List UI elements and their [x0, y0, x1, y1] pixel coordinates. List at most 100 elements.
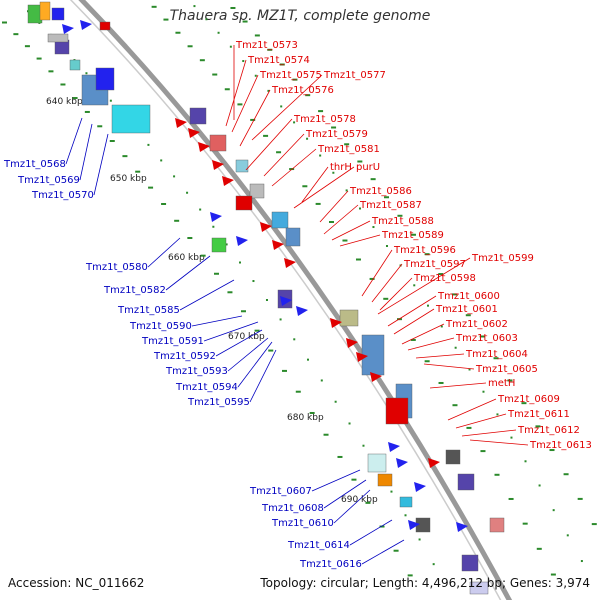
gene-label-forward[interactable]: Tmz1t_0575: [259, 70, 322, 81]
gene-label-forward[interactable]: Tmz1t_0574: [247, 55, 310, 66]
gene-label-reverse[interactable]: Tmz1t_0592: [153, 351, 216, 362]
gene-label-forward[interactable]: Tmz1t_0587: [359, 200, 422, 211]
gene-feature: [249, 183, 265, 199]
gene-label-forward[interactable]: Tmz1t_0596: [393, 245, 456, 256]
label-leader: [323, 204, 359, 235]
gene-feature: [489, 517, 505, 533]
guide-dash: [522, 522, 528, 525]
gene-label-reverse[interactable]: Tmz1t_0580: [85, 262, 148, 273]
label-leader: [231, 74, 259, 133]
gene-label-forward[interactable]: Tmz1t_0598: [413, 273, 476, 284]
gene-label-reverse[interactable]: Tmz1t_0582: [103, 285, 166, 296]
guide-dash: [250, 118, 256, 121]
gene-label-reverse[interactable]: Tmz1t_0593: [165, 366, 228, 377]
gene-label-forward[interactable]: Tmz1t_0602: [445, 319, 508, 330]
guide-dash: [306, 137, 309, 140]
gene-label-reverse[interactable]: Tmz1t_0610: [271, 518, 334, 529]
gene-label-reverse[interactable]: Tmz1t_0585: [117, 305, 180, 316]
gene-label-reverse[interactable]: Tmz1t_0568: [3, 159, 66, 170]
gene-label-reverse[interactable]: Tmz1t_0590: [129, 321, 192, 332]
guide-dash: [432, 563, 435, 566]
guide-dash: [479, 335, 485, 338]
guide-dash: [323, 433, 329, 436]
gene-feature: [95, 67, 115, 91]
guide-dash: [175, 31, 181, 34]
gene-label-forward[interactable]: Tmz1t_0603: [455, 333, 518, 344]
gene-arrow: [272, 240, 284, 250]
guide-dash: [351, 478, 357, 481]
gene-label-reverse[interactable]: Tmz1t_0570: [31, 190, 94, 201]
gene-label-reverse[interactable]: Tmz1t_0569: [17, 175, 80, 186]
gene-label-forward[interactable]: thrH: [330, 162, 352, 173]
guide-dash: [225, 243, 228, 246]
gene-feature: [209, 134, 227, 152]
guide-dash: [212, 73, 218, 76]
gene-label-forward[interactable]: Tmz1t_0597: [403, 259, 466, 270]
label-leader: [415, 353, 465, 359]
gene-label-forward[interactable]: Tmz1t_0613: [529, 440, 592, 451]
label-leader: [393, 308, 435, 335]
gene-label-forward[interactable]: Tmz1t_0605: [475, 364, 538, 375]
guide-dash: [36, 57, 42, 60]
label-leader: [301, 166, 329, 203]
guide-dash: [407, 574, 413, 577]
gene-label-reverse[interactable]: Tmz1t_0608: [261, 503, 324, 514]
gene-arrow: [456, 522, 468, 532]
label-leader: [191, 315, 243, 327]
gene-label-forward[interactable]: Tmz1t_0576: [271, 85, 334, 96]
guide-dash: [212, 225, 215, 228]
gene-label-forward[interactable]: Tmz1t_0588: [371, 216, 434, 227]
gene-label-reverse[interactable]: Tmz1t_0607: [249, 486, 312, 497]
gene-label-reverse[interactable]: Tmz1t_0595: [187, 397, 250, 408]
gene-label-forward[interactable]: Tmz1t_0581: [317, 144, 380, 155]
gene-label-forward[interactable]: Tmz1t_0586: [349, 186, 412, 197]
label-leader: [79, 123, 93, 181]
gene-label-forward[interactable]: Tmz1t_0600: [437, 291, 500, 302]
gene-label-forward[interactable]: Tmz1t_0578: [293, 114, 356, 125]
gene-feature: [457, 473, 475, 491]
gene-label-forward[interactable]: Tmz1t_0579: [305, 129, 368, 140]
label-leader: [227, 337, 269, 372]
guide-dash: [552, 509, 555, 512]
gene-label-forward[interactable]: Tmz1t_0609: [497, 394, 560, 405]
guide-dash: [359, 207, 361, 210]
gene-label-forward[interactable]: Tmz1t_0599: [471, 253, 534, 264]
gene-label-reverse[interactable]: Tmz1t_0614: [287, 540, 350, 551]
gene-label-forward[interactable]: Tmz1t_0611: [507, 409, 570, 420]
guide-dash: [535, 425, 541, 428]
accession-label: Accession: NC_011662: [8, 576, 145, 590]
gene-arrow: [370, 372, 382, 382]
guide-dash: [507, 379, 513, 382]
gene-label-reverse[interactable]: Tmz1t_0616: [299, 559, 362, 570]
gene-label-forward[interactable]: Tmz1t_0612: [517, 425, 580, 436]
gene-arrow: [414, 482, 426, 492]
guide-dash: [200, 254, 206, 257]
guide-dash: [424, 253, 430, 256]
gene-label-forward[interactable]: Tmz1t_0604: [465, 349, 528, 360]
guide-dash: [279, 318, 282, 321]
dotted-guide-group: [2, 5, 597, 577]
gene-feature: [69, 59, 81, 71]
guide-dash: [372, 226, 375, 229]
guide-dash: [452, 404, 458, 407]
guide-dash: [148, 186, 154, 189]
gene-label-forward[interactable]: metH: [488, 378, 515, 389]
guide-dash: [254, 74, 257, 77]
gene-label-forward[interactable]: purU: [356, 162, 380, 173]
kbp-tick-label: 640 kbp: [46, 97, 83, 107]
guide-dash: [237, 103, 243, 106]
gene-label-forward[interactable]: Tmz1t_0577: [323, 70, 386, 81]
label-leader: [245, 118, 293, 171]
genome-title: Thauera sp. MZ1T, complete genome: [169, 8, 431, 24]
gene-label-forward[interactable]: Tmz1t_0601: [435, 304, 498, 315]
gene-label-forward[interactable]: Tmz1t_0589: [381, 230, 444, 241]
guide-dash: [410, 338, 416, 341]
label-leader: [147, 237, 181, 268]
guide-dash: [438, 273, 444, 276]
guide-dash: [151, 5, 157, 8]
gene-label-reverse[interactable]: Tmz1t_0594: [175, 382, 238, 393]
gene-label-forward[interactable]: Tmz1t_0573: [235, 40, 298, 51]
gene-arrow: [356, 352, 368, 362]
label-leader: [93, 133, 109, 196]
gene-label-reverse[interactable]: Tmz1t_0591: [141, 336, 204, 347]
